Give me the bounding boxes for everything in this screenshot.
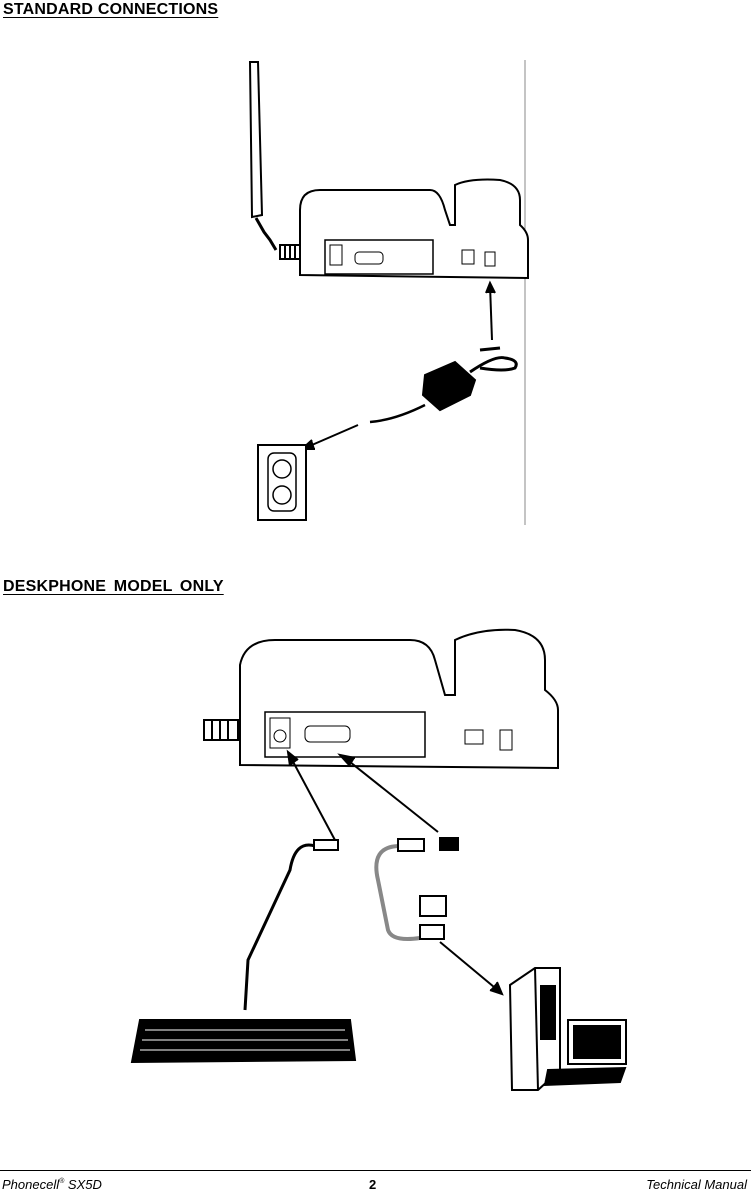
section-title-standard-connections: STANDARD CONNECTIONS xyxy=(3,1,219,18)
section-title-deskphone-model: DESKPHONE MODEL ONLY xyxy=(3,578,224,595)
antenna-icon xyxy=(248,61,264,219)
footer-manual-title: Technical Manual xyxy=(646,1177,747,1192)
footer-rule xyxy=(0,1170,751,1171)
computer-icon xyxy=(508,967,627,1091)
footer-product: Phonecell® SX5D xyxy=(2,1177,102,1192)
power-adapter-icon xyxy=(421,360,477,412)
page-number: 2 xyxy=(369,1177,377,1192)
standard-connections-diagram xyxy=(248,60,529,525)
serial-cable-icon xyxy=(374,844,421,941)
deskphone-connections-diagram xyxy=(130,628,627,1091)
keyboard-icon xyxy=(130,1019,357,1064)
